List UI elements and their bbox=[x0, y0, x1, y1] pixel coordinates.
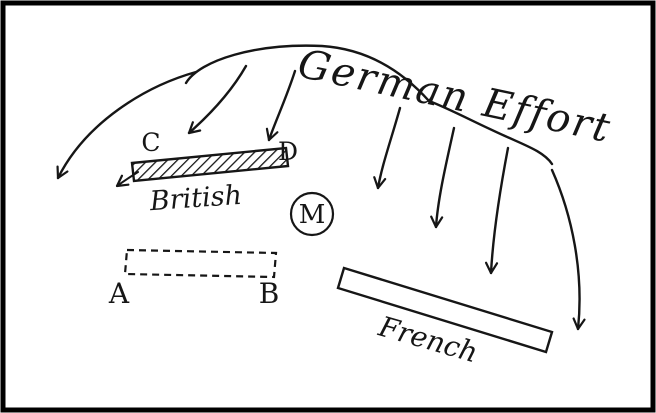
brace-curve-right bbox=[427, 99, 554, 166]
british-retreat-arrow bbox=[115, 171, 139, 188]
point-label-b: B bbox=[259, 277, 280, 310]
reserve-line-dashed-bar bbox=[123, 248, 278, 279]
british-label: British bbox=[148, 180, 243, 217]
attack-arrow-2 bbox=[187, 64, 248, 135]
attack-arrow-4 bbox=[373, 106, 402, 190]
point-label-d: D bbox=[278, 137, 298, 166]
french-unit-bar bbox=[336, 266, 554, 354]
point-label-a: A bbox=[108, 277, 130, 310]
point-label-c: C bbox=[141, 128, 160, 157]
attack-arrow-3 bbox=[265, 69, 297, 142]
attack-arrow-6 bbox=[484, 146, 510, 275]
attack-arrow-5 bbox=[430, 126, 456, 229]
m-marker-circle bbox=[289, 191, 335, 237]
m-marker-label: M bbox=[299, 200, 326, 230]
brace-curve-left bbox=[184, 44, 431, 103]
attack-arrow-7 bbox=[550, 168, 586, 331]
attack-arrow-1 bbox=[56, 70, 198, 180]
